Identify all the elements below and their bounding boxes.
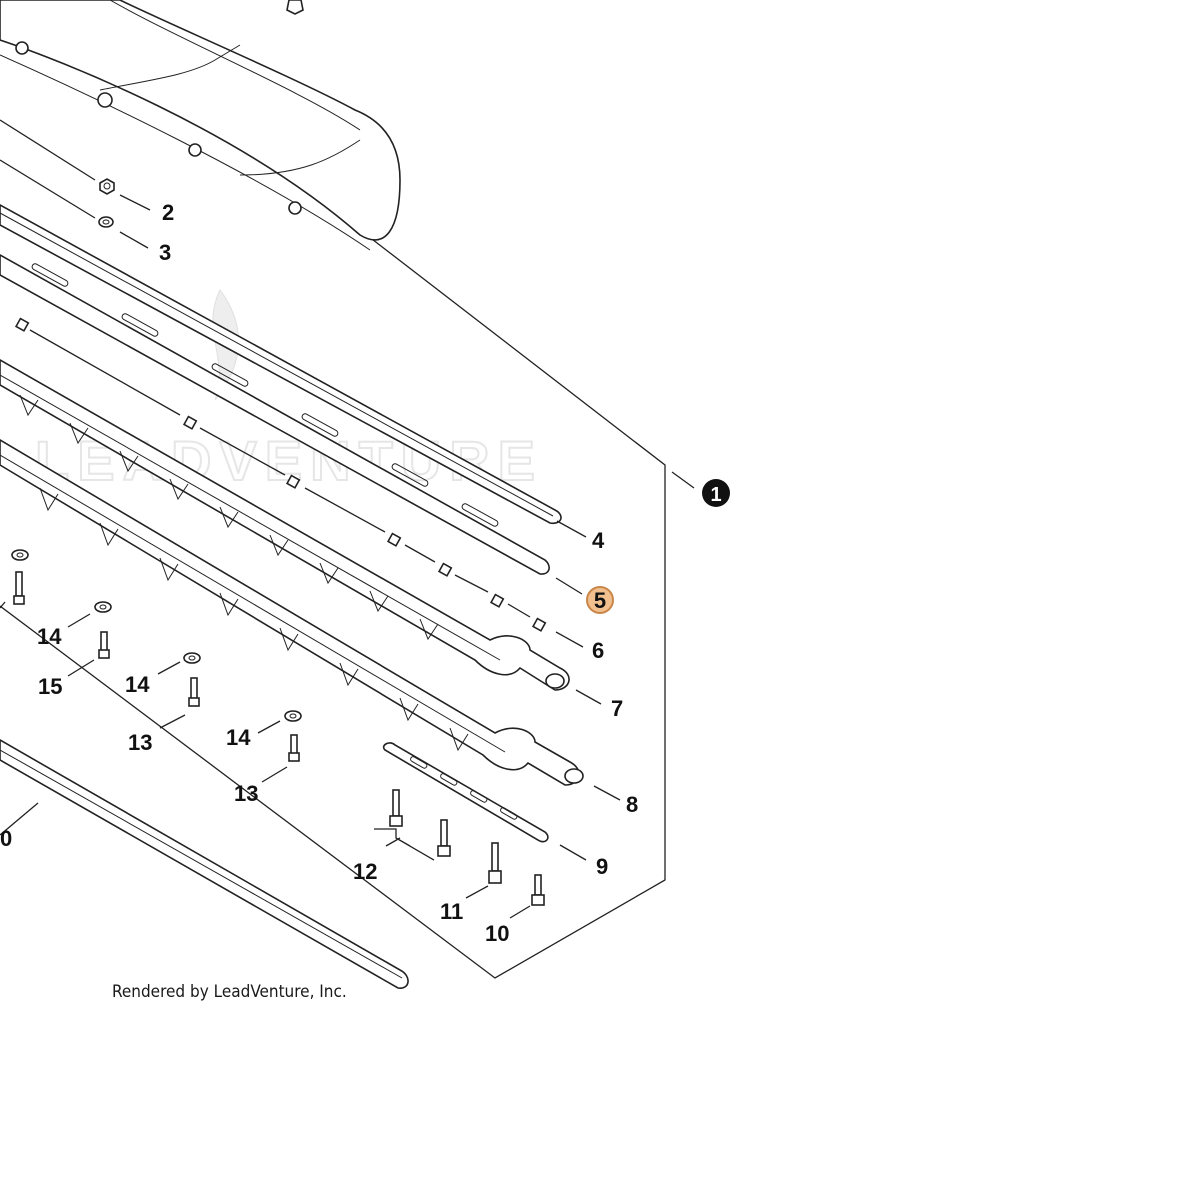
callout-5[interactable]: 5 (594, 588, 606, 613)
callout-9: 9 (596, 854, 608, 879)
callout-1[interactable]: 1 (710, 484, 721, 506)
screw-icon (13, 571, 545, 906)
callout-7: 7 (611, 696, 623, 721)
cover-screw-icon (188, 143, 202, 157)
leader-lines (0, 471, 695, 919)
callout-5-highlight[interactable]: 5 (586, 586, 614, 614)
part-2-nut (99, 178, 115, 195)
callout-12: 12 (353, 859, 377, 884)
leader-line (119, 194, 151, 211)
callout-13: 13 (234, 781, 258, 806)
callout-14: 14 (125, 672, 150, 697)
callout-11: 11 (440, 899, 463, 924)
washer-icon (11, 549, 302, 722)
assembly-badge[interactable] (702, 479, 730, 507)
callout-6: 6 (592, 638, 604, 663)
cover-screw-icon (97, 92, 113, 108)
part-6-square-nuts (14, 317, 547, 632)
leader-line (0, 159, 96, 219)
callout-14: 14 (226, 725, 251, 750)
callout-13: 13 (128, 730, 152, 755)
callout-10: 10 (485, 921, 509, 946)
render-credit: Rendered by LeadVenture, Inc. (112, 982, 347, 1002)
part-8-lower-blade (0, 439, 584, 786)
callout-8: 8 (626, 792, 638, 817)
part-7-upper-blade (0, 359, 570, 691)
callout-labels: 2 3 4 6 7 8 9 10 11 12 13 13 14 14 14 15… (0, 200, 638, 946)
cover-screw-icon (15, 41, 29, 55)
callout-4: 4 (592, 528, 605, 553)
callout-0: 0 (0, 826, 12, 851)
callout-3: 3 (159, 240, 171, 265)
lower-rail (0, 739, 409, 989)
assembly-outline (0, 144, 666, 979)
callout-2: 2 (162, 200, 174, 225)
part-3-washer (98, 216, 114, 228)
cover-screw-icon (288, 201, 302, 215)
leader-line (0, 119, 96, 181)
leader-line (119, 231, 149, 249)
callout-15: 15 (38, 674, 62, 699)
callout-14: 14 (37, 624, 62, 649)
part-4-guide-rail (0, 204, 562, 525)
part-5-slotted-strip (0, 254, 550, 575)
assembly-callout[interactable]: 1 (702, 479, 730, 507)
housing-cover (0, 0, 401, 251)
part-9-plate (382, 742, 549, 843)
top-nut-icon (286, 0, 304, 15)
highlight-ring[interactable] (586, 586, 614, 614)
